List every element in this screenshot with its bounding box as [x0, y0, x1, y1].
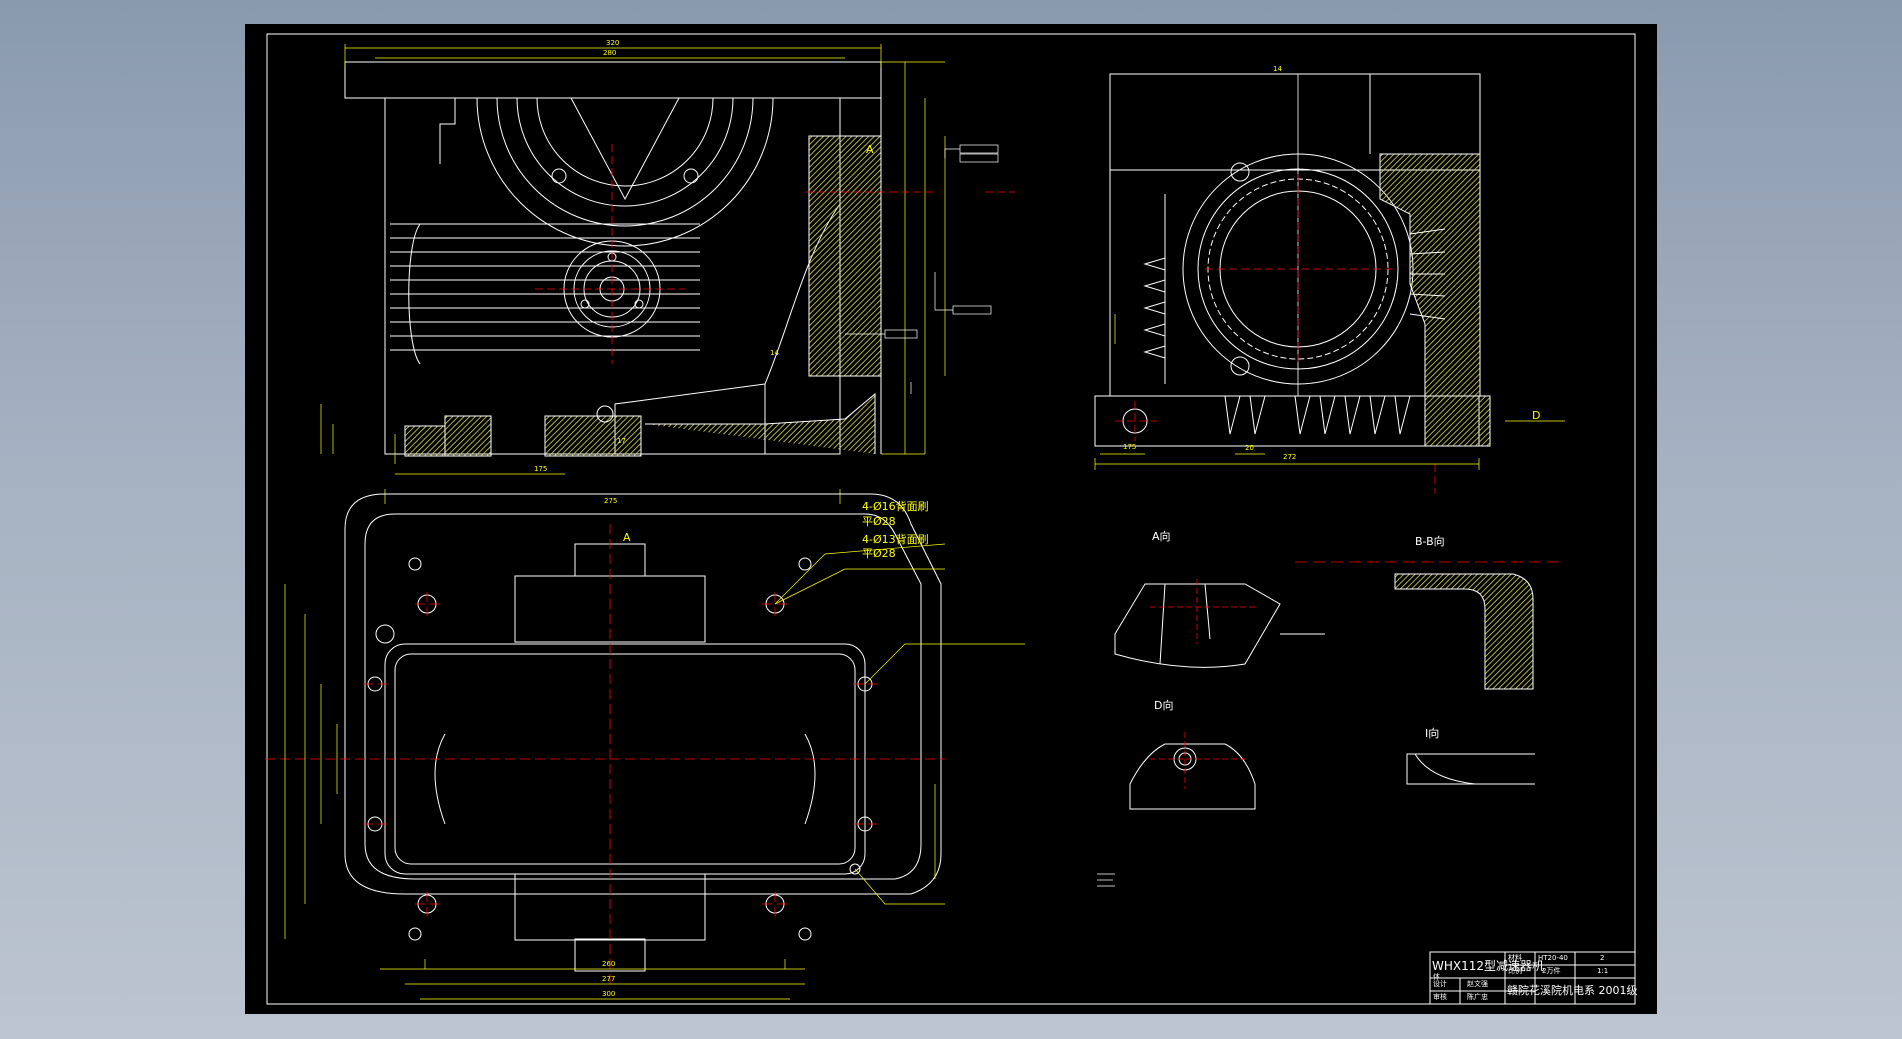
tolerance-frames — [845, 144, 999, 394]
detail-a-view — [1114, 583, 1325, 668]
detail-d-title: D向 — [1154, 699, 1174, 712]
top-dim-d1: 260 — [602, 960, 616, 968]
section-marker-a: A — [866, 143, 874, 156]
cad-drawing-sheet: 320 280 275 175 17 14 A 272 175 20 14 D … — [245, 24, 1657, 1014]
title-block-lines — [1429, 951, 1636, 1005]
title-block-material-label: 材料 — [1508, 954, 1522, 962]
cad-drawing — [265, 33, 1636, 1005]
detail-bb-view — [1394, 573, 1534, 690]
top-view — [344, 493, 942, 972]
title-block-checker-name: 陈广忠 — [1467, 993, 1488, 1001]
title-block-quantity: 2 — [1600, 954, 1605, 962]
detail-d-view — [1129, 743, 1256, 810]
title-block-scale-value: 1:1 — [1597, 967, 1609, 975]
front-dim-d5: 17 — [617, 437, 626, 445]
detail-a-title: A向 — [1152, 530, 1171, 543]
side-dim-d4: 14 — [1273, 65, 1282, 73]
top-view-dimensions — [284, 543, 1025, 1000]
title-block-designer-name: 赵文强 — [1467, 980, 1488, 988]
detail-i-title: I向 — [1425, 727, 1440, 740]
side-dim-d1: 272 — [1283, 453, 1297, 461]
side-dim-d2: 175 — [1123, 443, 1137, 451]
top-view-centerlines — [265, 524, 945, 984]
hole-callout-1-sub: 平Ø28 — [862, 515, 896, 528]
top-dim-d2: 277 — [602, 975, 616, 983]
front-view-centerlines — [535, 144, 1015, 364]
side-dim-d3: 20 — [1245, 444, 1254, 452]
side-view-centerlines — [1115, 174, 1436, 494]
front-view — [344, 61, 882, 457]
front-dim-d3: 275 — [604, 497, 618, 505]
title-block-drawing-name: WHX112型减速器机 — [1432, 959, 1545, 973]
side-view-dimensions — [1094, 314, 1565, 470]
hole-callout-2-sub: 平Ø28 — [862, 547, 896, 560]
title-block-designer-label: 设计 — [1433, 980, 1447, 988]
title-block-drawing-name-cont: 体 — [1433, 973, 1440, 981]
title-block-scale-label: 比例 — [1508, 967, 1522, 975]
detail-bb-title: B-B向 — [1415, 535, 1445, 548]
top-dim-d3: 300 — [602, 990, 616, 998]
front-dim-d1: 320 — [606, 39, 620, 47]
title-block-school: 赣院花溪院机电系 2001级 — [1507, 984, 1638, 997]
side-section-mark: D — [1532, 409, 1541, 422]
top-marker-a: A — [623, 531, 631, 544]
front-dim-d4: 175 — [534, 465, 548, 473]
hole-callout-1: 4-Ø16背面刷 — [862, 500, 929, 513]
title-block-material-value: HT20-40 — [1538, 954, 1568, 962]
front-dim-d2: 280 — [603, 49, 617, 57]
title-block-sheet-value: 2万件 — [1542, 967, 1561, 975]
note-marker — [1097, 873, 1115, 887]
detail-a-centerlines — [1150, 579, 1255, 644]
detail-d-centerlines — [1150, 732, 1245, 789]
side-view — [1094, 73, 1491, 447]
front-dim-d6: 14 — [770, 349, 779, 357]
hole-callout-2: 4-Ø13背面刷 — [862, 533, 929, 546]
detail-i-view — [1406, 753, 1535, 785]
title-block-checker-label: 审核 — [1433, 993, 1447, 1001]
sheet-border — [266, 33, 1636, 1005]
